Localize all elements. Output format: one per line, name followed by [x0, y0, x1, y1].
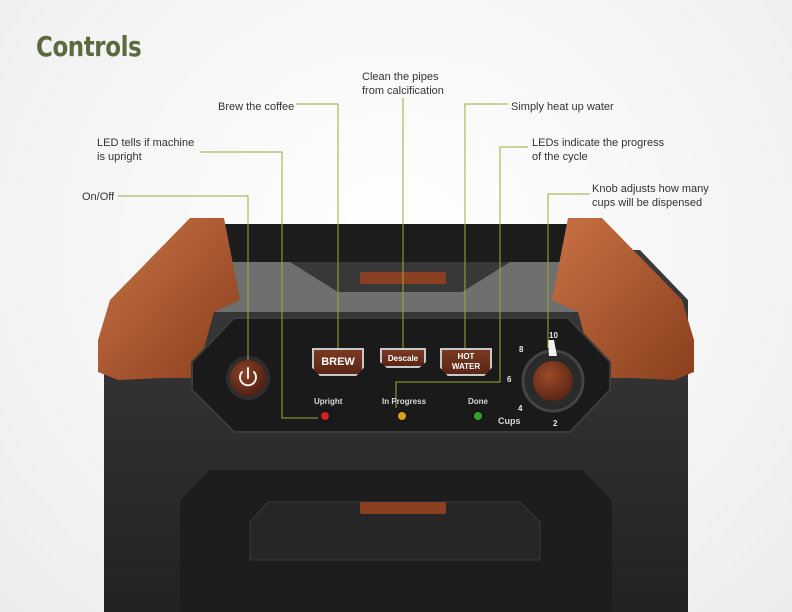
dial-number-6: 6	[507, 375, 512, 384]
callout-lines	[118, 98, 590, 419]
left-handle	[98, 218, 240, 380]
brew-button[interactable]: BREW	[312, 348, 364, 376]
power-button[interactable]	[228, 358, 268, 398]
done-led	[474, 412, 482, 420]
dial-number-10: 10	[549, 331, 558, 340]
hot-water-button[interactable]: HOT WATER	[440, 348, 492, 376]
done-label: Done	[468, 397, 488, 406]
callout-line-hot-water	[464, 103, 508, 350]
callout-upright: LED tells if machine is upright	[97, 137, 195, 163]
page-title: Controls	[36, 30, 142, 63]
door-slot	[360, 502, 446, 514]
upright-label: Upright	[314, 397, 343, 406]
dial-number-8: 8	[519, 345, 524, 354]
callout-brew: Brew the coffee	[218, 101, 295, 113]
callout-progress: LEDs indicate the progress of the cycle	[532, 137, 665, 163]
callout-line-onoff	[118, 195, 249, 360]
power-icon	[239, 367, 257, 387]
upright-led	[321, 412, 329, 420]
callout-knob: Knob adjusts how many cups will be dispe…	[592, 183, 709, 209]
callout-line-progress	[395, 146, 528, 408]
knob-pointer	[548, 340, 557, 356]
dial-number-2: 2	[553, 419, 558, 428]
cups-label: Cups	[498, 416, 521, 426]
callout-onoff: On/Off	[82, 191, 115, 203]
grey-band	[212, 262, 584, 312]
control-panel	[191, 317, 611, 433]
callout-line-brew	[296, 103, 339, 350]
door-window	[249, 501, 541, 561]
in-progress-led	[398, 412, 406, 420]
callout-descale: Clean the pipes from calcification	[362, 71, 444, 97]
machine-top	[200, 224, 592, 262]
dial-number-4: 4	[518, 404, 523, 413]
cups-dial[interactable]	[523, 351, 583, 411]
callout-line-upright	[200, 151, 318, 419]
callout-hot-water: Simply heat up water	[511, 101, 614, 113]
in-progress-label: In Progress	[382, 397, 427, 406]
callout-line-knob	[547, 193, 590, 348]
dial-knob-shape	[533, 361, 573, 401]
descale-button[interactable]: Descale	[380, 348, 426, 368]
